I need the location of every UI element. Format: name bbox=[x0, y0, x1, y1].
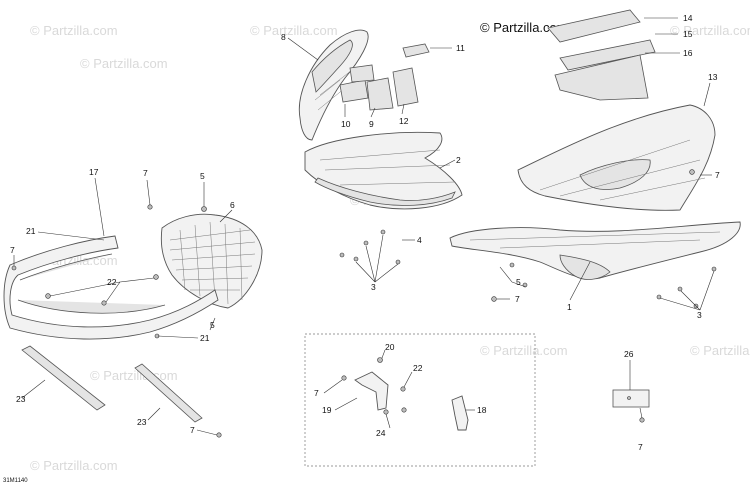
callout-1: 1 bbox=[567, 302, 572, 312]
callout-6: 6 bbox=[230, 200, 235, 210]
pad-stack bbox=[547, 9, 656, 101]
leader-lines bbox=[13, 17, 715, 436]
callout-5: 5 bbox=[210, 320, 215, 330]
callout-7: 7 bbox=[715, 170, 720, 180]
callout-7: 7 bbox=[190, 425, 195, 435]
bracket-kit-box bbox=[304, 333, 536, 467]
watermark: © Partzilla.com bbox=[690, 343, 750, 358]
callout-3: 3 bbox=[371, 282, 376, 292]
watermark: © Partzilla.com bbox=[250, 23, 338, 38]
part-6-front-grille bbox=[160, 213, 263, 309]
callout-14: 14 bbox=[683, 13, 693, 23]
callout-21: 21 bbox=[200, 333, 210, 343]
callout-21: 21 bbox=[26, 226, 36, 236]
part-13-right-upper-panel bbox=[517, 104, 716, 211]
callout-5: 5 bbox=[516, 277, 521, 287]
callout-2: 2 bbox=[456, 155, 461, 165]
callout-10: 10 bbox=[341, 119, 351, 129]
callout-22: 22 bbox=[413, 363, 423, 373]
callout-24: 24 bbox=[376, 428, 386, 438]
callout-7: 7 bbox=[143, 168, 148, 178]
callout-26: 26 bbox=[624, 349, 634, 359]
callout-22: 22 bbox=[107, 277, 117, 287]
callout-9: 9 bbox=[369, 119, 374, 129]
part-2-upper-panel bbox=[304, 131, 463, 210]
watermark: © Partzilla.com bbox=[80, 56, 168, 71]
callout-4: 4 bbox=[417, 235, 422, 245]
callout-7: 7 bbox=[314, 388, 319, 398]
callout-5: 5 bbox=[200, 171, 205, 181]
callout-7: 7 bbox=[10, 245, 15, 255]
pad-set bbox=[339, 43, 430, 111]
callout-7: 7 bbox=[638, 442, 643, 452]
callout-19: 19 bbox=[322, 405, 332, 415]
part-26-bracket bbox=[612, 389, 650, 408]
watermark-layer: © Partzilla.com © Partzilla.com © Partzi… bbox=[30, 23, 750, 473]
part-17-front-bumper bbox=[3, 235, 219, 340]
diagram-code: 31M1140 bbox=[3, 478, 28, 484]
callout-12: 12 bbox=[399, 116, 409, 126]
part-23-strip bbox=[21, 345, 203, 423]
callout-18: 18 bbox=[477, 405, 487, 415]
callout-labels: 8 11 10 9 12 2 4 3 14 15 16 13 7 1 5 7 3… bbox=[10, 13, 720, 452]
callout-11: 11 bbox=[456, 43, 465, 53]
part-1-lower-side-panel bbox=[449, 221, 741, 280]
watermark: © Partzilla.com bbox=[30, 23, 118, 38]
callout-23: 23 bbox=[16, 394, 26, 404]
watermark: © Partzilla.com bbox=[480, 343, 568, 358]
callout-7: 7 bbox=[515, 294, 520, 304]
callout-3: 3 bbox=[697, 310, 702, 320]
part-8-side-trim bbox=[298, 29, 369, 141]
hardware-fasteners bbox=[11, 169, 717, 438]
callout-8: 8 bbox=[281, 32, 286, 42]
watermark: © Partzilla.com bbox=[670, 23, 750, 38]
callout-16: 16 bbox=[683, 48, 693, 58]
callout-17: 17 bbox=[89, 167, 99, 177]
brand-logo: © Partzilla.com bbox=[480, 20, 568, 35]
callout-13: 13 bbox=[708, 72, 718, 82]
watermark: © Partzilla.com bbox=[90, 368, 178, 383]
callout-23: 23 bbox=[137, 417, 147, 427]
watermark: © Partzilla.com bbox=[30, 458, 118, 473]
callout-20: 20 bbox=[385, 342, 395, 352]
callout-15: 15 bbox=[683, 29, 693, 39]
